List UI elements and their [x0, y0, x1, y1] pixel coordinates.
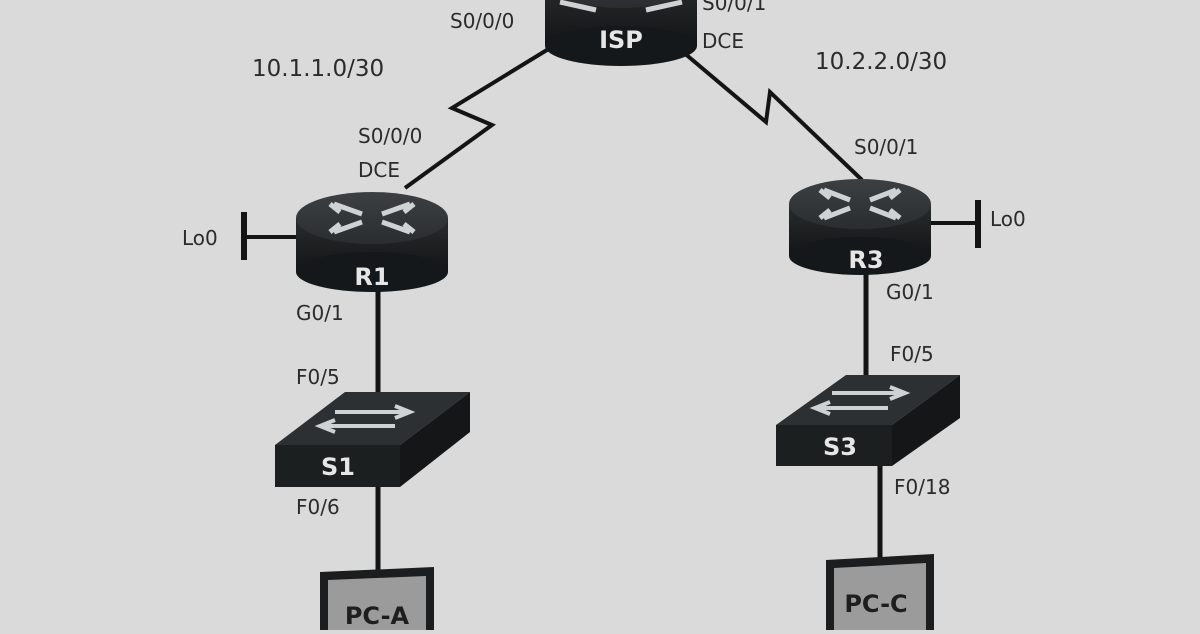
router-r3[interactable]: R3 — [789, 179, 931, 275]
interface-label-r1-g01: G0/1 — [296, 301, 344, 325]
device-label: S1 — [321, 453, 355, 481]
device-label: ISP — [599, 26, 643, 54]
interface-label-s1-f06: F0/6 — [296, 495, 340, 519]
interface-label-isp-dce: DCE — [702, 29, 744, 53]
router-icon — [789, 179, 931, 275]
switch-icon — [275, 392, 470, 487]
network-label-right: 10.2.2.0/30 — [815, 49, 947, 75]
interface-label-r3-g01: G0/1 — [886, 280, 934, 304]
switch-icon — [776, 375, 960, 466]
interface-label-r1-lo0: Lo0 — [182, 226, 218, 250]
interface-label-r1-s000: S0/0/0 — [358, 124, 422, 148]
router-isp[interactable]: ISP — [545, 0, 697, 66]
interface-label-r1-dce: DCE — [358, 158, 400, 182]
router-r1[interactable]: R1 — [296, 192, 448, 292]
interface-label-r3-lo0: Lo0 — [990, 207, 1026, 231]
interface-label-r3-s001: S0/0/1 — [854, 135, 918, 159]
router-icon — [545, 0, 697, 66]
interface-label-isp-s001: S0/0/1 — [702, 0, 766, 15]
serial-link-isp-r3 — [681, 50, 864, 182]
device-label: R1 — [354, 263, 389, 291]
device-label: PC-A — [345, 602, 410, 630]
pc-c[interactable]: PC-C — [826, 554, 934, 634]
interface-label-s1-f05: F0/5 — [296, 365, 340, 389]
interface-label-s3-f05: F0/5 — [890, 342, 934, 366]
switch-s3[interactable]: S3 — [776, 375, 960, 466]
router-icon — [296, 192, 448, 292]
serial-link-isp-r1 — [403, 40, 562, 190]
device-label: R3 — [848, 246, 883, 274]
pc-icon — [320, 567, 434, 634]
pc-icon — [826, 554, 934, 634]
links — [241, 40, 981, 572]
device-label: S3 — [823, 433, 857, 461]
device-label: PC-C — [844, 590, 907, 618]
network-label-left: 10.1.1.0/30 — [252, 56, 384, 82]
switch-s1[interactable]: S1 — [275, 392, 470, 487]
interface-label-s3-f018: F0/18 — [894, 475, 950, 499]
pc-a[interactable]: PC-A — [320, 567, 434, 634]
interface-label-isp-s000: S0/0/0 — [450, 9, 514, 33]
